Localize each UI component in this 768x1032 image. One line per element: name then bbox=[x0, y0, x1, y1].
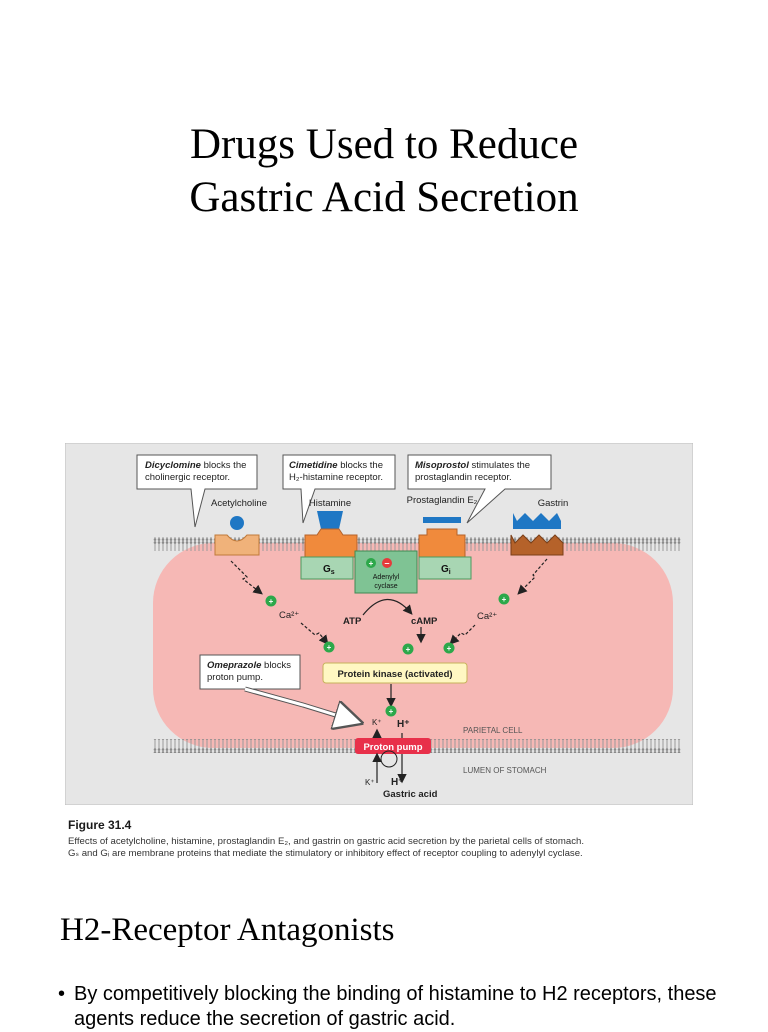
label-atp: ATP bbox=[343, 616, 362, 627]
pump-plus-dot bbox=[385, 705, 397, 717]
callout-misoprostol: Misoprostol stimulates the prostaglandin… bbox=[407, 454, 552, 524]
proton-pump bbox=[355, 738, 431, 754]
histamine-molecule bbox=[317, 511, 343, 529]
slide-title-line-2: Gastric Acid Secretion bbox=[189, 174, 579, 221]
gs-label: Gs bbox=[323, 564, 335, 576]
proton-pump-label: Proton pump bbox=[363, 742, 422, 753]
svg-text:+: + bbox=[269, 597, 274, 606]
svg-text:proton pump.: proton pump. bbox=[207, 672, 263, 683]
figure-caption-line-1: Effects of acetylcholine, histamine, pro… bbox=[68, 836, 585, 847]
svg-text:+: + bbox=[447, 644, 452, 653]
label-ca-left: Ca²⁺ bbox=[279, 610, 299, 621]
label-k-top: K⁺ bbox=[372, 718, 382, 727]
figure-caption: Effects of acetylcholine, histamine, pro… bbox=[68, 836, 708, 860]
parietal-cell-body bbox=[153, 543, 673, 748]
svg-text:prostaglandin receptor.: prostaglandin receptor. bbox=[415, 472, 512, 483]
label-acetylcholine: Acetylcholine bbox=[211, 498, 267, 509]
adenylyl-label-2: cyclase bbox=[374, 583, 397, 590]
figure-label: Figure 31.4 bbox=[68, 818, 132, 832]
gi-label: Gi bbox=[441, 564, 451, 576]
section-heading: H2-Receptor Antagonists bbox=[60, 912, 395, 948]
svg-text:+: + bbox=[369, 559, 374, 568]
gastrin-receptor bbox=[510, 534, 564, 556]
gs-protein bbox=[300, 556, 354, 580]
label-histamine: Histamine bbox=[309, 498, 351, 509]
svg-text:+: + bbox=[502, 595, 507, 604]
slide-title-line-1: Drugs Used to Reduce bbox=[189, 121, 579, 168]
bullet-text: By competitively blocking the binding of… bbox=[74, 983, 717, 1030]
figure-diagram: Dicyclomine blocks the cholinergic recep… bbox=[65, 443, 693, 805]
acetylcholine-calcium-arrow bbox=[230, 560, 263, 595]
gastric-acid-figure: Dicyclomine blocks the cholinergic recep… bbox=[65, 443, 693, 805]
gastrin-calcium-arrow bbox=[517, 558, 548, 595]
svg-text:Cimetidine blocks the: Cimetidine blocks the bbox=[289, 460, 383, 471]
gi-protein bbox=[418, 556, 472, 580]
svg-text:Dicyclomine blocks the: Dicyclomine blocks the bbox=[145, 460, 246, 471]
callout-omeprazole: Omeprazole blocks proton pump. bbox=[199, 654, 355, 721]
gastrin-molecule bbox=[513, 513, 561, 529]
label-parietal-cell: PARIETAL CELL bbox=[463, 726, 523, 735]
label-h-bottom: H⁺ bbox=[391, 777, 404, 788]
inhibitory-minus-dot bbox=[382, 558, 392, 568]
figure-caption-line-2: Gₛ and Gᵢ are membrane proteins that med… bbox=[68, 848, 583, 859]
callout-cimetidine: Cimetidine blocks the H₂-histamine recep… bbox=[282, 454, 396, 524]
svg-text:+: + bbox=[406, 645, 411, 654]
svg-text:Misoprostol stimulates the: Misoprostol stimulates the bbox=[415, 460, 530, 471]
protein-kinase-box bbox=[322, 662, 468, 684]
label-gastric-acid: Gastric acid bbox=[383, 789, 438, 800]
svg-text:Omeprazole blocks: Omeprazole blocks bbox=[207, 660, 291, 671]
label-k-bottom: K⁺ bbox=[365, 778, 375, 787]
adenylyl-cyclase bbox=[354, 550, 418, 594]
label-gastrin: Gastrin bbox=[538, 498, 569, 509]
bullet-dot: • bbox=[58, 983, 66, 1005]
label-prostaglandin: Prostaglandin E₂ bbox=[407, 495, 478, 506]
stimulatory-plus-dot bbox=[366, 558, 376, 568]
svg-text:H₂-histamine receptor.: H₂-histamine receptor. bbox=[289, 472, 383, 483]
svg-text:+: + bbox=[389, 707, 394, 716]
cholinergic-receptor bbox=[214, 534, 260, 556]
prostaglandin-molecule bbox=[423, 517, 461, 523]
label-lumen: LUMEN OF STOMACH bbox=[463, 766, 547, 775]
slide-title: Drugs Used to Reduce Gastric Acid Secret… bbox=[0, 118, 768, 224]
label-h-top: H⁺ bbox=[397, 719, 410, 730]
svg-text:cholinergic receptor.: cholinergic receptor. bbox=[145, 472, 230, 483]
callout-dicyclomine: Dicyclomine blocks the cholinergic recep… bbox=[136, 454, 258, 528]
label-ca-right: Ca²⁺ bbox=[477, 611, 497, 622]
camp-plus-dot bbox=[402, 643, 414, 655]
adenylyl-label-1: Adenylyl bbox=[373, 574, 400, 581]
label-camp: cAMP bbox=[411, 616, 438, 627]
atp-to-camp-arrow bbox=[362, 598, 413, 616]
protein-kinase-label: Protein kinase (activated) bbox=[337, 669, 452, 680]
svg-text:+: + bbox=[327, 643, 332, 652]
svg-text:–: – bbox=[384, 558, 389, 568]
acetylcholine-molecule bbox=[230, 516, 244, 530]
